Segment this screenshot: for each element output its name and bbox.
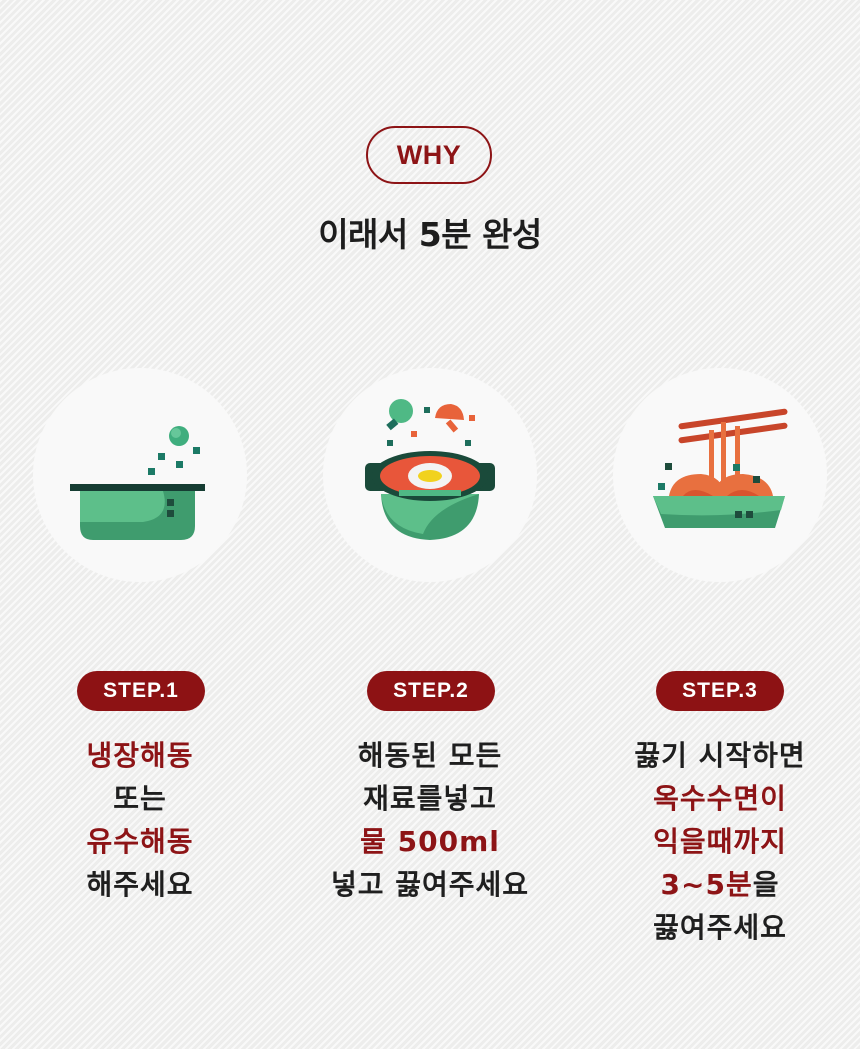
step-3-line-4: 3~5분을 [590,863,850,906]
step-2-line-2: 재료를넣고 [363,782,497,815]
page-title: 이래서 5분 완성 [318,215,542,254]
step-1-description: 냉장해동 또는 유수해동 해주세요 [40,734,240,906]
step-3-line-2: 옥수수면이 [653,782,787,815]
step-1-line-4: 해주세요 [86,868,194,901]
step-2: STEP.2 해동된 모든 재료를넣고 물 500ml 넣고 끓여주세요 [0,0,537,1049]
step-2-line-1: 해동된 모든 [357,739,503,772]
step-1: STEP.1 냉장해동 또는 유수해동 해주세요 [0,0,290,1049]
noodle-bowl-icon [653,408,788,528]
step-3-line-5: 끓여주세요 [653,911,787,944]
step-2-description: 해동된 모든 재료를넣고 물 500ml 넣고 끓여주세요 [290,734,570,906]
step-1-badge: STEP.1 [77,671,205,711]
step-2-line-4: 넣고 끓여주세요 [330,868,530,901]
step-3-line-3: 익을때까지 [653,825,787,858]
step-1-icon-circle [33,368,247,582]
step-1-line-2: 또는 [113,782,167,815]
step-3-line-1: 끓기 시작하면 [634,739,806,772]
step-2-badge: STEP.2 [367,671,495,711]
step-3-badge: STEP.3 [656,671,784,711]
step-2-icon-circle [323,368,537,582]
step-3-time-highlight: 3~5분 [660,868,753,901]
step-3-description: 끓기 시작하면 옥수수면이 익을때까지 3~5분을 끓여주세요 [590,734,850,949]
step-1-line-1: 냉장해동 [86,739,194,772]
why-badge: WHY [366,126,492,184]
step-3-line-4-rest: 을 [752,868,780,901]
step-3-icon-circle [613,368,827,582]
pot-defrost-icon [70,426,205,540]
step-1-line-3: 유수해동 [86,825,194,858]
hotpot-icon [365,399,495,540]
step-2-line-3: 물 500ml [360,825,500,858]
why-badge-label: WHY [396,139,462,170]
step-3: STEP.3 끓기 시작하면 옥수수면이 익을때까지 3~5분을 끓여주세요 [0,0,827,1049]
